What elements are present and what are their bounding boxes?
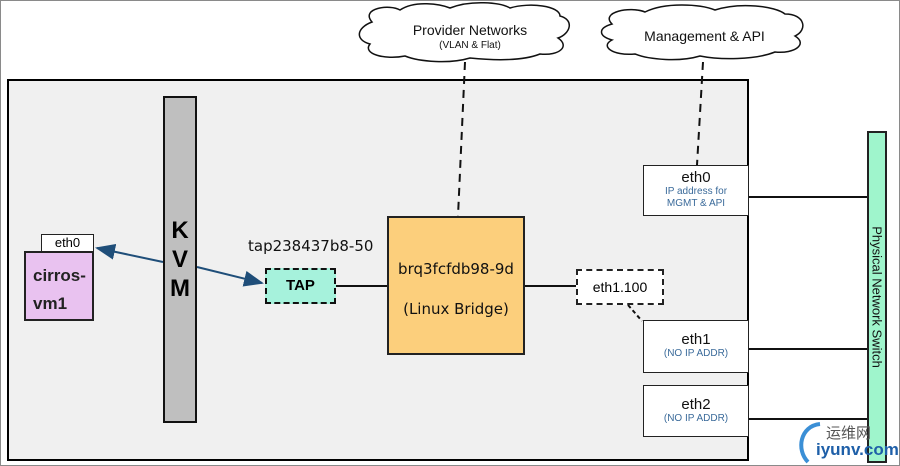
watermark-arc-icon bbox=[799, 422, 821, 464]
kvm-letter-m: M bbox=[170, 275, 190, 302]
provider-networks-title: Provider Networks bbox=[412, 22, 528, 38]
cirros-vm1-instance: cirros- vm1 bbox=[24, 251, 94, 321]
nic-eth0: eth0 IP address for MGMT & API bbox=[643, 165, 749, 216]
provider-networks-subtitle: (VLAN & Flat) bbox=[439, 40, 501, 51]
physical-network-switch: Physical Network Switch bbox=[867, 131, 887, 463]
kvm-letter-v: V bbox=[171, 246, 188, 273]
vm-eth0-interface: eth0 bbox=[41, 234, 94, 252]
tap-device-name: tap238437b8-50 bbox=[248, 237, 374, 255]
bridge-name: brq3fcfdb98-9d bbox=[398, 260, 514, 278]
nic-eth0-name: eth0 bbox=[681, 169, 711, 186]
nic-eth2: eth2 (NO IP ADDR) bbox=[643, 385, 749, 437]
nic-eth0-detail-2: MGMT & API bbox=[666, 198, 726, 209]
kvm-hypervisor-bar: K V M bbox=[163, 96, 197, 423]
switch-label: Physical Network Switch bbox=[869, 226, 885, 368]
provider-dashed-link bbox=[457, 61, 466, 217]
kvm-to-tap-arrow bbox=[196, 266, 264, 287]
watermark-en: iyunv.com bbox=[816, 440, 899, 459]
tap-interface: TAP bbox=[265, 268, 336, 304]
kvm-letter-k: K bbox=[171, 217, 189, 244]
nic-eth1-name: eth1 bbox=[681, 331, 711, 348]
vm-to-kvm-arrow bbox=[95, 243, 164, 263]
provider-networks-cloud: Provider Networks (VLAN & Flat) bbox=[380, 22, 560, 51]
nic-eth1: eth1 (NO IP ADDR) bbox=[643, 320, 749, 373]
nic-eth2-detail: (NO IP ADDR) bbox=[663, 413, 729, 424]
vm-name-line2: vm1 bbox=[33, 294, 68, 313]
nic-eth1-detail: (NO IP ADDR) bbox=[663, 348, 729, 359]
vlan-subinterface: eth1.100 bbox=[576, 269, 664, 305]
bridge-type: (Linux Bridge) bbox=[403, 300, 509, 318]
vlan-to-eth1-dashed-link bbox=[627, 304, 643, 322]
management-cloud-shape bbox=[600, 4, 804, 61]
linux-bridge: brq3fcfdb98-9d (Linux Bridge) bbox=[387, 216, 525, 355]
nic-eth2-name: eth2 bbox=[681, 396, 711, 413]
vm-name-line1: cirros- bbox=[33, 266, 86, 285]
management-api-cloud: Management & API bbox=[644, 28, 765, 44]
nic-eth0-detail-1: IP address for bbox=[664, 186, 728, 197]
provider-cloud-shape bbox=[358, 2, 570, 63]
watermark-cn: 运维网 bbox=[826, 425, 872, 442]
management-dashed-link bbox=[696, 61, 704, 166]
